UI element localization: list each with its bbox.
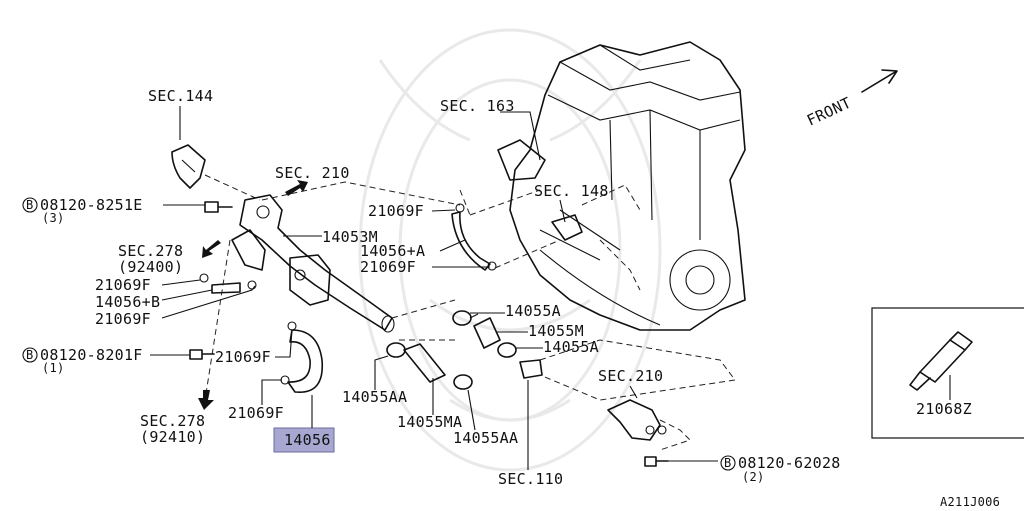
- diagram-code: A211J006: [940, 495, 1000, 509]
- clamp-14055AA: [386, 342, 406, 358]
- bolt-08120-8251E[interactable]: B 08120-8251E (3): [22, 196, 143, 225]
- bolt-marker-icon: [22, 197, 38, 213]
- part-21068Z[interactable]: 21068Z: [916, 400, 972, 418]
- hose-14055M: [473, 317, 501, 349]
- bolt-08120-8201F[interactable]: B 08120-8201F (1): [22, 346, 143, 375]
- part-14055A[interactable]: 14055A: [543, 338, 599, 356]
- bracket-part: [171, 144, 206, 189]
- bolt-marker-icon: [22, 347, 38, 363]
- sec144-ref[interactable]: SEC.144: [148, 87, 213, 105]
- bolt-marker-letter: B: [724, 456, 732, 470]
- selected-part-highlight: [273, 427, 335, 453]
- part-14055AA[interactable]: 14055AA: [453, 429, 518, 447]
- engine-block: [509, 41, 746, 331]
- part-21069F[interactable]: 21069F: [215, 348, 271, 366]
- front-arrow-icon: [861, 69, 898, 93]
- arrow-icon: [285, 180, 308, 196]
- part-14055M[interactable]: 14055M: [528, 322, 584, 340]
- part-14056A[interactable]: 14056+A: [360, 242, 425, 260]
- bolt-marker-icon: [720, 455, 736, 471]
- hose-14056B: [199, 273, 257, 294]
- sec210-ref[interactable]: SEC. 210: [275, 164, 350, 182]
- part-21069F[interactable]: 21069F: [95, 276, 151, 294]
- bolt-marker-letter: B: [26, 198, 34, 212]
- clamp-14055A: [497, 342, 517, 358]
- sec110-ref[interactable]: SEC.110: [498, 470, 563, 488]
- inset-box: [871, 307, 1024, 439]
- bolt-code: 08120-8251E: [40, 196, 143, 214]
- sec148-ref[interactable]: SEC. 148: [534, 182, 609, 200]
- part-14055A[interactable]: 14055A: [505, 302, 561, 320]
- bolt-qty: (1): [42, 361, 65, 375]
- part-21069F[interactable]: 21069F: [228, 404, 284, 422]
- bolt-icon: [644, 456, 669, 467]
- sec163-ref[interactable]: SEC. 163: [440, 97, 515, 115]
- part-14055MA[interactable]: 14055MA: [397, 413, 462, 431]
- sec278-bottom-sub: (92410): [140, 428, 205, 446]
- part-14055AA[interactable]: 14055AA: [342, 388, 407, 406]
- bolt-qty: (2): [742, 470, 765, 484]
- sec210-right-ref[interactable]: SEC.210: [598, 367, 663, 385]
- part-21069F[interactable]: 21069F: [368, 202, 424, 220]
- bolt-code: 08120-8201F: [40, 346, 143, 364]
- part-21069F[interactable]: 21069F: [95, 310, 151, 328]
- bolt-icon: [189, 349, 215, 360]
- hose-14056A: [451, 203, 497, 271]
- sealant-tube-icon: [909, 331, 973, 391]
- part-14056B[interactable]: 14056+B: [95, 293, 160, 311]
- thermostat-housing: [607, 399, 667, 441]
- bolt-marker-letter: B: [26, 348, 34, 362]
- bolt-qty: (3): [42, 211, 65, 225]
- sec278-bottom-ref[interactable]: SEC.278: [140, 412, 205, 430]
- part-14056[interactable]: 14056: [284, 431, 331, 449]
- pipe-sec110: [519, 359, 543, 379]
- arrow-icon: [198, 390, 214, 410]
- bolt-code: 08120-62028: [738, 454, 841, 472]
- arrow-icon: [202, 240, 221, 258]
- clamp-14055AA: [453, 374, 473, 390]
- sec278-top-ref[interactable]: SEC.278: [118, 242, 183, 260]
- clamp-14055A: [452, 310, 479, 326]
- part-14053M[interactable]: 14053M: [322, 228, 378, 246]
- sec278-top-sub: (92400): [118, 258, 183, 276]
- part-21069F[interactable]: 21069F: [360, 258, 416, 276]
- bolt-08120-62028[interactable]: B 08120-62028 (2): [720, 454, 841, 484]
- hose-14055MA: [403, 343, 446, 383]
- bolt-icon: [204, 201, 233, 213]
- front-label: FRONT: [804, 94, 854, 130]
